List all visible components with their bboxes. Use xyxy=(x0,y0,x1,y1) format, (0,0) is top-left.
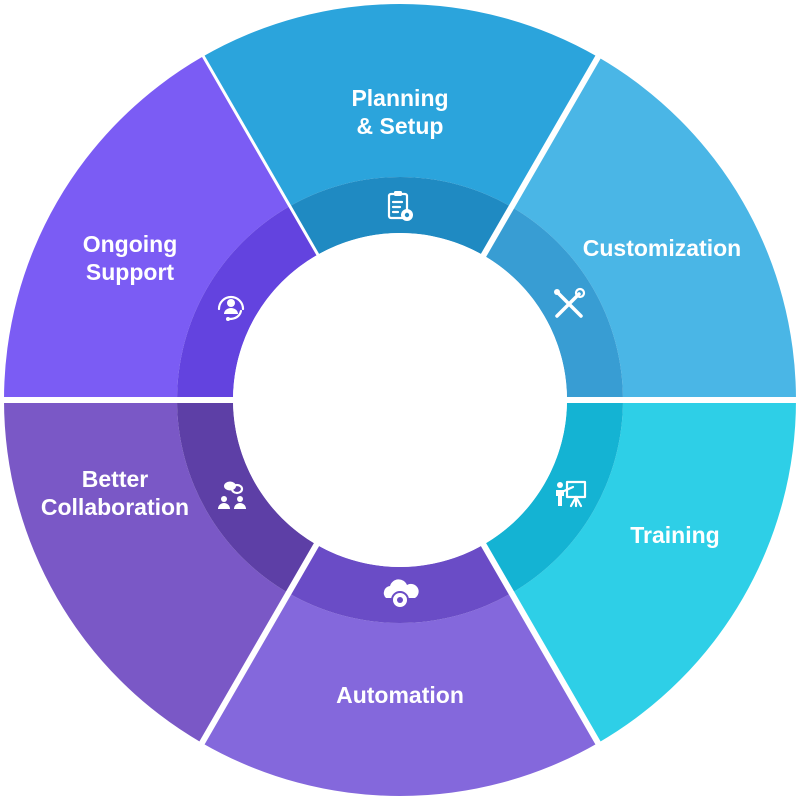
team-chat-icon xyxy=(218,481,246,509)
presentation-icon xyxy=(556,480,587,508)
label-line: Customization xyxy=(583,235,741,261)
cloud-gear-icon xyxy=(383,579,419,609)
segment-label-training: Training xyxy=(630,522,719,548)
label-line: Planning xyxy=(351,85,448,111)
clipboard-gear-icon xyxy=(387,191,413,221)
segment-label-automation: Automation xyxy=(336,682,464,708)
segment-customization[interactable] xyxy=(483,57,797,400)
segment-inner-planning xyxy=(288,176,512,256)
segment-planning[interactable] xyxy=(202,3,598,256)
segment-outer-automation xyxy=(202,593,598,797)
segment-label-customization: Customization xyxy=(583,235,741,261)
segment-label-planning: Planning& Setup xyxy=(351,85,448,139)
label-line: Ongoing xyxy=(83,231,178,257)
label-line: Collaboration xyxy=(41,494,189,520)
segment-automation[interactable] xyxy=(202,544,598,797)
headset-icon xyxy=(217,295,245,321)
label-line: Better xyxy=(82,466,149,492)
segment-inner-collaboration xyxy=(177,400,317,594)
segment-outer-collaboration xyxy=(4,400,289,743)
segment-outer-training xyxy=(511,400,796,743)
segment-outer-support xyxy=(4,57,289,400)
label-line: Support xyxy=(86,259,174,285)
tools-icon xyxy=(554,287,586,318)
label-line: & Setup xyxy=(357,113,444,139)
segment-outer-planning xyxy=(202,3,598,207)
segment-inner-support xyxy=(177,206,317,400)
segment-collaboration[interactable] xyxy=(4,400,317,743)
segment-inner-customization xyxy=(483,206,623,400)
segment-outer-customization xyxy=(511,57,796,400)
center-circle xyxy=(233,233,567,567)
label-line: Training xyxy=(630,522,719,548)
label-line: Automation xyxy=(336,682,464,708)
segment-inner-training xyxy=(483,400,623,594)
segment-support[interactable] xyxy=(4,57,317,400)
segment-training[interactable] xyxy=(483,400,797,743)
